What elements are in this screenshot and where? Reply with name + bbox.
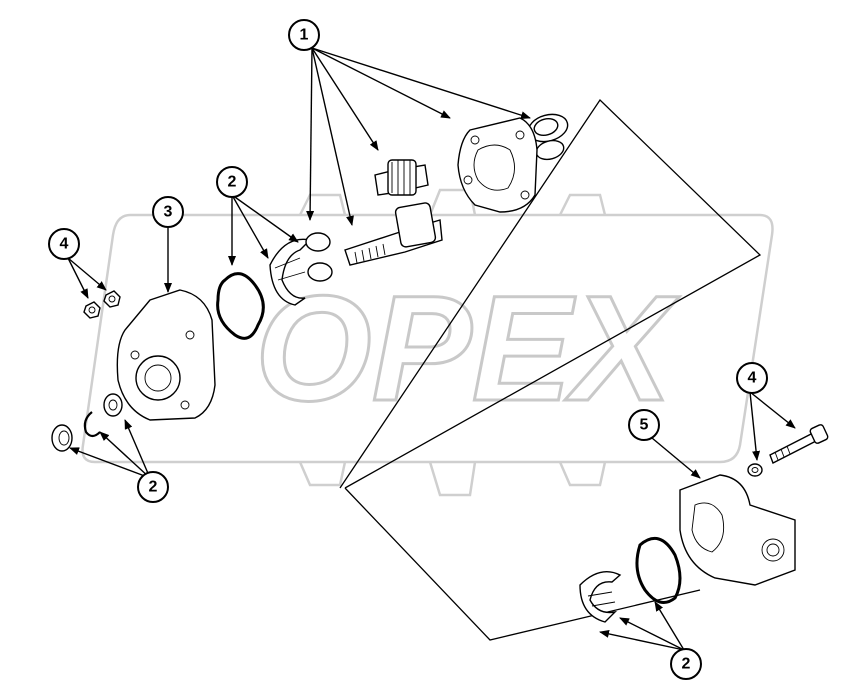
- callout-2-upper: 2: [216, 166, 248, 198]
- washer: [747, 463, 763, 477]
- watermark-text: OPEX: [255, 264, 680, 432]
- o-ring-lower: [635, 536, 682, 604]
- watermark-logo: OPEX: [81, 188, 774, 497]
- assembly-frame: [339, 98, 762, 641]
- callout-4-left: 4: [48, 228, 80, 260]
- nuts-left: [83, 290, 121, 319]
- gear-plate: [457, 117, 538, 213]
- callout-2-bottom: 2: [670, 648, 702, 680]
- leader-lines: [67, 47, 796, 651]
- callout-4-right-label: 4: [748, 370, 757, 387]
- front-housing: [116, 289, 216, 421]
- callout-1: 1: [288, 19, 320, 51]
- callout-4-right: 4: [736, 362, 768, 394]
- o-ring-upper: [216, 272, 265, 340]
- callout-5-label: 5: [640, 417, 649, 434]
- callout-2-lower-left: 2: [137, 471, 169, 503]
- callout-2-upper-label: 2: [228, 174, 237, 191]
- rear-cover: [679, 474, 796, 586]
- callout-1-label: 1: [300, 27, 309, 44]
- wear-plate-lower: [579, 571, 622, 623]
- shaft-seals: [51, 393, 123, 452]
- bolt: [769, 424, 829, 464]
- callout-2-bottom-label: 2: [682, 656, 691, 673]
- drive-gear-shaft: [344, 202, 443, 266]
- callout-3: 3: [152, 196, 184, 228]
- callout-4-left-label: 4: [60, 236, 69, 253]
- driven-gear: [374, 159, 429, 196]
- callout-3-label: 3: [164, 204, 173, 221]
- callout-5: 5: [628, 409, 660, 441]
- callout-2-lower-left-label: 2: [149, 479, 158, 496]
